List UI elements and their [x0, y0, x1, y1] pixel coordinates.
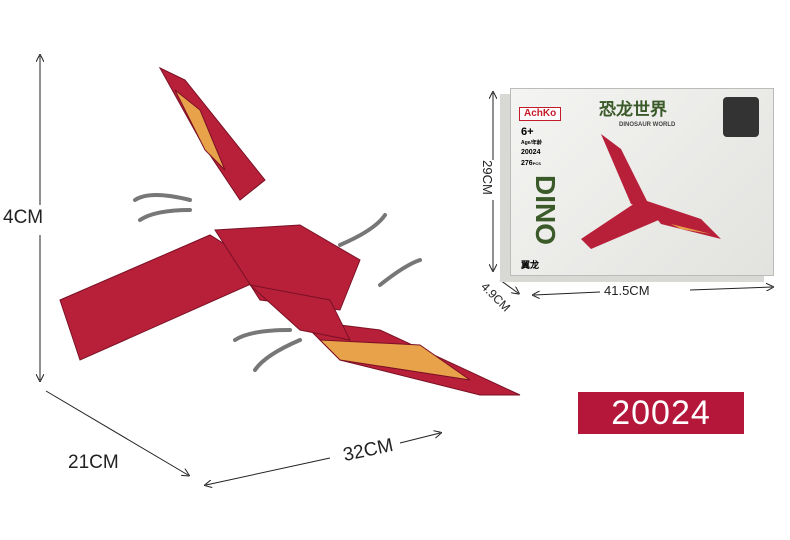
side-title: DINO — [530, 175, 561, 245]
depth-label: 21CM — [68, 452, 119, 473]
pcs-unit: PCS — [532, 161, 541, 166]
box-height-label: 29CM — [479, 160, 495, 195]
box-subtitle: DINOSAUR WORLD — [619, 122, 676, 128]
brand-logo: AchKo — [519, 107, 562, 121]
product-box: AchKo 恐龙世界 DINOSAUR WORLD 6+ Age/年龄 2002… — [510, 88, 774, 276]
pterosaur-model — [59, 66, 521, 396]
claws — [133, 193, 422, 372]
box-title: 恐龙世界 — [599, 100, 667, 119]
piece-count: 276 — [521, 160, 533, 167]
box-width-label: 41.5CM — [604, 283, 650, 298]
age-rating: 6+ — [521, 126, 534, 138]
dino-emblem — [723, 97, 759, 137]
height-label: 4CM — [3, 207, 44, 228]
item-number: 20024 — [521, 149, 541, 156]
box-pterosaur-image — [581, 134, 721, 249]
dino-name: 翼龙 — [521, 260, 540, 270]
age-label: Age/年龄 — [521, 140, 542, 146]
model-number-badge: 20024 — [578, 392, 744, 434]
